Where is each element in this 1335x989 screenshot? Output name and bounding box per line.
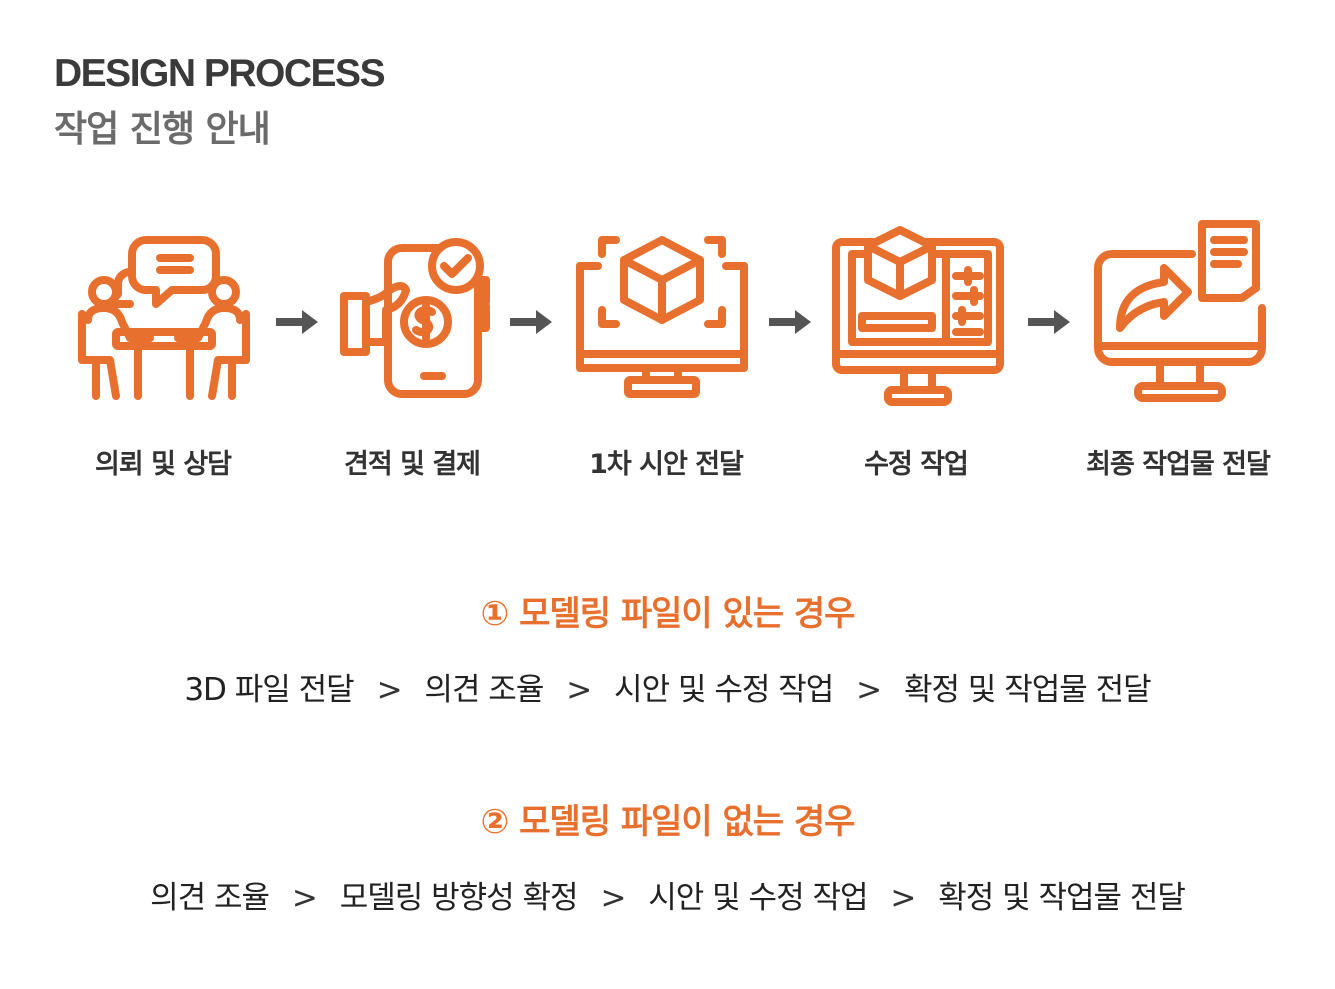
process-steps: 의뢰 및 상담 견적 및 결제 1차 시안 전달 수정 작업 최종 작업물 전달 [0,210,1335,490]
flow-step: 시안 및 수정 작업 [614,672,834,708]
step-label: 의뢰 및 상담 [95,449,232,480]
case-flow-without-file: 의견 조율 > 모델링 방향성 확정 > 시안 및 수정 작업 > 확정 및 작… [0,872,1335,917]
flow-step: 의견 조율 [424,672,544,708]
flow-separator: > [856,672,882,708]
case-flow-with-file: 3D 파일 전달 > 의견 조율 > 시안 및 수정 작업 > 확정 및 작업물… [0,664,1335,709]
page-subtitle: 작업 진행 안내 [54,109,271,150]
flow-separator: > [566,672,592,708]
step-label: 수정 작업 [864,449,969,480]
flow-separator: > [890,880,916,916]
monitor-editing-icon [828,210,1018,410]
arrow-icon [769,310,811,334]
flow-step: 시안 및 수정 작업 [648,880,868,916]
consultation-icon [68,210,258,410]
step-label: 최종 작업물 전달 [1086,449,1271,480]
flow-step: 확정 및 작업물 전달 [938,880,1186,916]
arrow-icon [510,310,552,334]
flow-step: 의견 조율 [150,880,270,916]
flow-step: 3D 파일 전달 [184,672,354,708]
flow-separator: > [600,880,626,916]
case-title-with-file: ① 모델링 파일이 있는 경우 [480,594,856,634]
step-label: 1차 시안 전달 [589,449,744,480]
page-title: DESIGN PROCESS [54,52,386,95]
flow-separator: > [291,880,318,916]
arrow-icon [1028,310,1070,334]
monitor-document-share-icon [1088,210,1278,410]
flow-step: 확정 및 작업물 전달 [903,672,1152,708]
arrow-icon [276,310,318,334]
flow-separator: > [376,672,403,708]
monitor-3d-box-icon [572,210,762,410]
case-title-without-file: ② 모델링 파일이 없는 경우 [480,802,856,842]
step-label: 견적 및 결제 [344,449,481,480]
flow-step: 모델링 방향성 확정 [339,880,579,916]
mobile-payment-icon [328,210,518,410]
